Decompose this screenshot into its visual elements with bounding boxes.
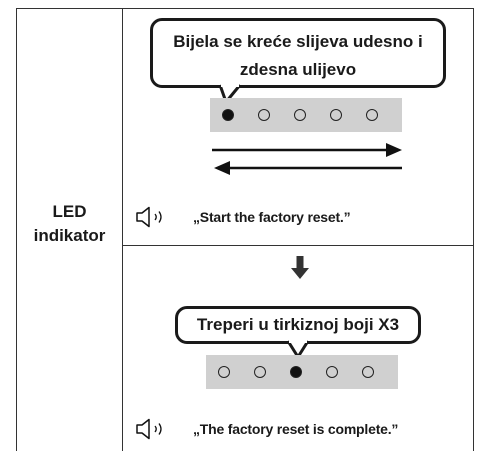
row-label: LED indikator: [17, 200, 122, 248]
table-row-divider: [122, 245, 474, 246]
callout-white-sweep-line1: Bijela se kreće slijeva udesno i: [173, 32, 423, 51]
arrow-left-icon: [214, 161, 402, 175]
voice-prompt-row-1: „Start the factory reset.”: [135, 206, 351, 228]
led-1: [222, 109, 234, 121]
led-4: [326, 366, 338, 378]
voice-prompt-row-2: „The factory reset is complete.”: [135, 418, 398, 440]
led-4: [330, 109, 342, 121]
led-2: [258, 109, 270, 121]
down-arrow-icon: [291, 256, 309, 279]
callout-turquoise-blink: Treperi u tirkiznoj boji X3: [175, 306, 421, 344]
led-3: [290, 366, 302, 378]
sweep-arrows: [212, 143, 402, 175]
led-5: [366, 109, 378, 121]
callout-white-sweep-line2: zdesna ulijevo: [239, 60, 357, 79]
led-strip-2: [206, 355, 398, 389]
table-column-divider: [122, 8, 123, 451]
callout-white-sweep: Bijela se kreće slijeva udesno i zdesna …: [150, 18, 446, 88]
table-border-left: [16, 8, 17, 451]
led-3: [294, 109, 306, 121]
row-label-line1: LED: [52, 202, 87, 221]
callout-turquoise-blink-text: Treperi u tirkiznoj boji X3: [196, 315, 400, 334]
voice-prompt-start: „Start the factory reset.”: [193, 209, 351, 225]
arrow-right-icon: [212, 143, 402, 157]
led-1: [218, 366, 230, 378]
led-strip-1: [210, 98, 402, 132]
table-border-top: [16, 8, 474, 9]
speaker-icon: [136, 206, 162, 228]
led-2: [254, 366, 266, 378]
led-5: [362, 366, 374, 378]
row-label-line2: indikator: [33, 226, 106, 245]
table-border-right: [473, 8, 474, 451]
voice-prompt-complete: „The factory reset is complete.”: [193, 421, 399, 437]
speaker-icon: [136, 418, 162, 440]
